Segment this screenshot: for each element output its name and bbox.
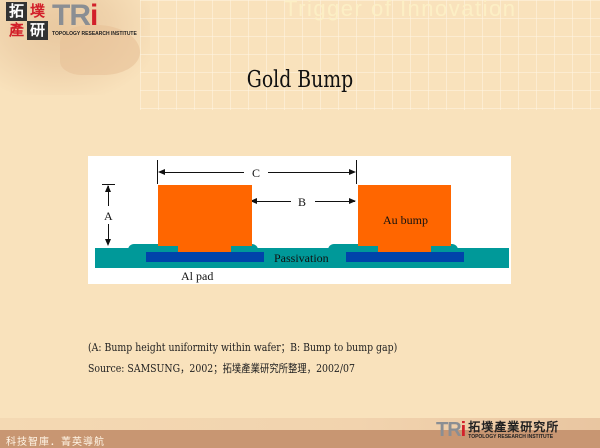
footer-logo: TRi 拓墣產業研究所 TOPOLOGY RESEARCH INSTITUTE bbox=[436, 420, 559, 440]
footer-bar bbox=[0, 430, 600, 448]
au-bump-right bbox=[358, 185, 451, 246]
label-b: B bbox=[298, 195, 307, 209]
tri-letters: TR bbox=[52, 0, 91, 32]
au-bump-left bbox=[158, 185, 252, 246]
tagline: Trigger of Innovation bbox=[284, 0, 517, 21]
label-al-pad: Al pad bbox=[181, 269, 214, 283]
a-dimension-line bbox=[108, 224, 109, 244]
c-dimension-line bbox=[160, 172, 244, 173]
tri-wordmark: TRi bbox=[52, 0, 137, 32]
label-au-bump: Au bump bbox=[383, 213, 428, 227]
footer-slogan: 科技智庫．菁英導航 bbox=[6, 437, 105, 448]
au-bump-right-foot bbox=[378, 244, 431, 252]
logo-char: 產 bbox=[8, 21, 24, 39]
footer-logo-english: TOPOLOGY RESEARCH INSTITUTE bbox=[468, 434, 554, 440]
al-pad-left bbox=[146, 252, 264, 262]
map-decoration bbox=[60, 25, 140, 75]
al-pad-right bbox=[346, 252, 464, 262]
slide-title: Gold Bump bbox=[246, 67, 354, 93]
logo-char: 拓 bbox=[6, 2, 27, 21]
caption-source: Source: SAMSUNG，2002；拓墣產業研究所整理，2002/07 bbox=[88, 362, 355, 375]
a-dimension-line bbox=[108, 186, 109, 206]
tri-letter-i: i bbox=[460, 419, 466, 441]
a-arrow-up-icon bbox=[105, 185, 111, 192]
logo-chinese-mark: 拓 墣 產 研 bbox=[6, 2, 48, 40]
logo-char: 墣 bbox=[29, 2, 45, 20]
c-right-tick bbox=[356, 160, 357, 184]
tri-letters: TR bbox=[436, 419, 462, 441]
footer-logo-names: 拓墣產業研究所 TOPOLOGY RESEARCH INSTITUTE bbox=[468, 420, 559, 440]
footer-logo-chinese: 拓墣產業研究所 bbox=[468, 420, 560, 434]
label-c: C bbox=[252, 166, 261, 180]
au-bump-left-foot bbox=[178, 244, 231, 252]
gold-bump-diagram: C A B Au bump Passivation Al pad bbox=[88, 156, 511, 284]
c-arrow-left-icon bbox=[158, 169, 165, 175]
logo-subtitle: TOPOLOGY RESEARCH INSTITUTE bbox=[52, 31, 137, 37]
b-dimension-line bbox=[315, 201, 355, 202]
footer-tri-wordmark: TRi bbox=[436, 419, 466, 441]
c-arrow-right-icon bbox=[349, 169, 356, 175]
tri-letter-i: i bbox=[90, 0, 98, 32]
header-logo: 拓 墣 產 研 TRi TOPOLOGY RESEARCH INSTITUTE bbox=[6, 0, 137, 42]
b-dimension-line bbox=[251, 201, 291, 202]
footer-decoration bbox=[0, 418, 600, 430]
grid-background bbox=[140, 0, 600, 110]
label-a: A bbox=[104, 209, 113, 223]
a-top-tick bbox=[102, 184, 115, 185]
tri-logo: TRi TOPOLOGY RESEARCH INSTITUTE bbox=[52, 0, 137, 38]
caption-definitions: (A: Bump height uniformity within wafer；… bbox=[88, 341, 398, 354]
logo-char: 研 bbox=[27, 21, 48, 40]
b-arrow-left-icon bbox=[250, 198, 257, 204]
c-left-tick bbox=[157, 160, 158, 184]
b-arrow-right-icon bbox=[349, 198, 356, 204]
label-passivation: Passivation bbox=[274, 251, 329, 265]
c-dimension-line bbox=[268, 172, 352, 173]
a-arrow-down-icon bbox=[105, 239, 111, 246]
